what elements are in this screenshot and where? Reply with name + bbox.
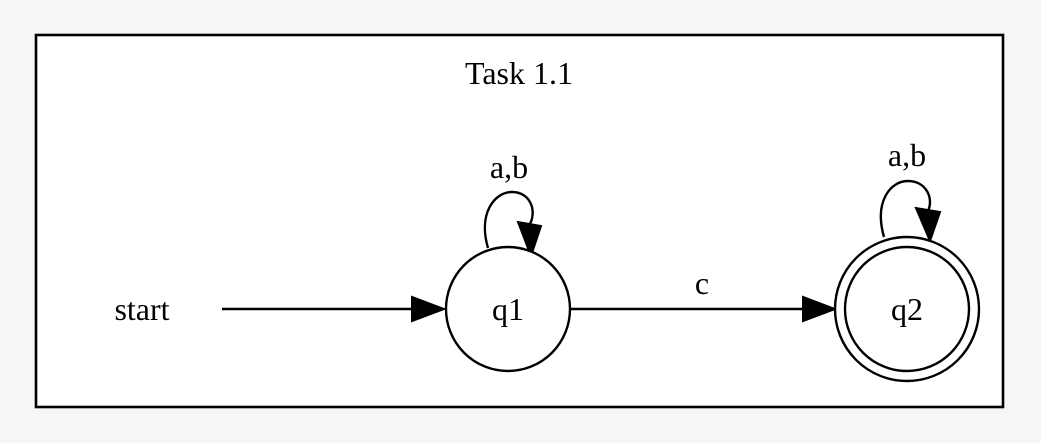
edge-q2-self-loop-arrowhead [914,206,942,244]
start-label: start [114,291,169,327]
edge-q2-self-loop-label: a,b [888,137,926,173]
edge-q2-self-loop: a,b [879,137,942,244]
edge-q1-q2: c [570,265,838,323]
edge-q1-self-loop: a,b [483,149,543,259]
state-q2-inner-circle [843,245,971,373]
state-q2-label: q2 [891,291,923,327]
edge-start-q1 [222,295,447,323]
edge-start-q1-arrowhead [411,295,447,323]
edge-q1-q2-label: c [695,265,709,301]
edge-q1-self-loop-curve [483,190,534,249]
state-q1: q1 [444,245,572,373]
state-q1-label: q1 [492,291,524,327]
state-q1-circle [444,245,572,373]
diagram-title: Task 1.1 [465,55,573,91]
edge-q1-self-loop-arrowhead [516,220,543,259]
edge-q2-self-loop-curve [879,179,932,238]
edge-q1-q2-arrowhead [802,295,838,323]
edge-q1-self-loop-label: a,b [490,149,528,185]
state-q2: q2 [833,235,981,383]
